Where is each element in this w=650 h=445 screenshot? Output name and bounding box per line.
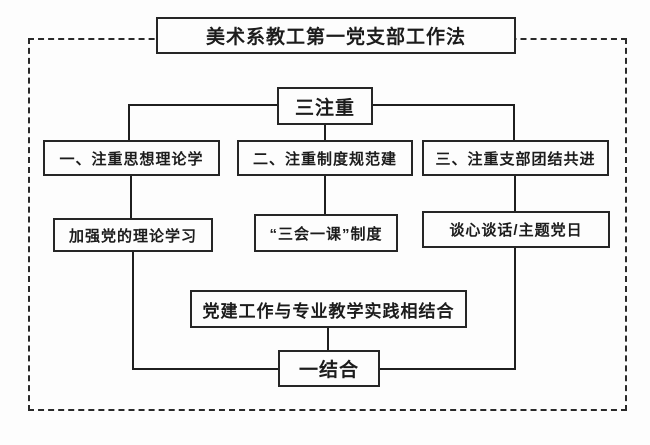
node-column3-heading: 三、注重支部团结共进 — [422, 140, 609, 176]
connector-col3-detail-down — [514, 248, 516, 370]
node-column3-detail: 谈心谈话/主题党日 — [422, 211, 610, 248]
node-column2-heading: 二、注重制度规范建 — [237, 140, 413, 176]
connector-col1-heading-to-detail — [130, 176, 132, 219]
diagram-title: 美术系教工第一党支部工作法 — [205, 27, 466, 48]
connector-left-branch-down — [128, 104, 130, 140]
connector-col1-detail-down — [132, 252, 134, 370]
node-column2-detail: “三会一课”制度 — [254, 214, 398, 252]
node-column2-detail-label: “三会一课”制度 — [269, 225, 383, 243]
connector-right-branch-down — [513, 104, 515, 140]
node-column1-detail: 加强党的理论学习 — [53, 218, 213, 252]
node-column1-detail-label: 加强党的理论学习 — [68, 227, 197, 245]
node-three-emphases: 三注重 — [277, 87, 373, 125]
node-column3-heading-label: 三、注重支部团结共进 — [435, 150, 596, 168]
diagram-title-box: 美术系教工第一党支部工作法 — [156, 17, 516, 54]
node-one-combination: 一结合 — [278, 350, 380, 387]
connector-right-to-bottom-node — [379, 368, 516, 370]
node-column3-detail-label: 谈心谈话/主题党日 — [449, 222, 583, 239]
node-column1-heading-label: 一、注重思想理论学 — [59, 150, 204, 168]
node-one-combination-label: 一结合 — [298, 360, 359, 381]
connector-top-to-col2 — [324, 125, 326, 142]
node-integration-label: 党建工作与专业教学实践相结合 — [202, 301, 455, 321]
node-column1-heading: 一、注重思想理论学 — [43, 140, 220, 176]
connector-integration-to-bottom — [327, 328, 329, 351]
node-three-emphases-label: 三注重 — [294, 97, 355, 119]
connector-col2-heading-to-detail — [324, 176, 326, 215]
connector-col3-heading-to-detail — [514, 175, 516, 212]
connector-left-to-bottom-node — [132, 368, 280, 370]
node-column2-heading-label: 二、注重制度规范建 — [252, 150, 397, 168]
node-integration: 党建工作与专业教学实践相结合 — [190, 290, 467, 328]
